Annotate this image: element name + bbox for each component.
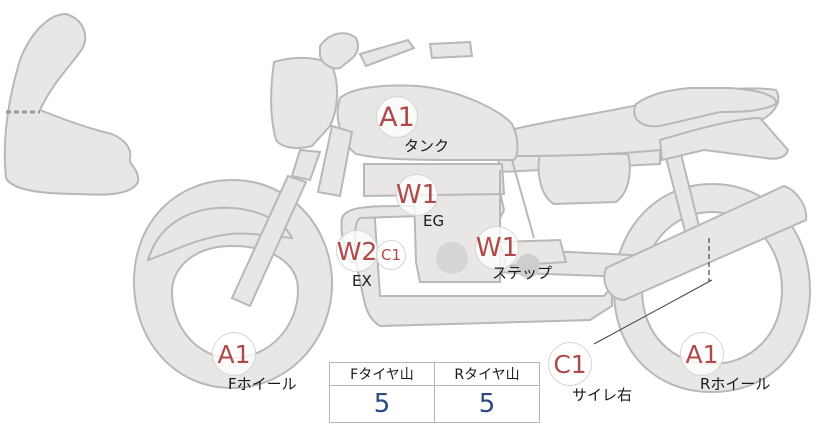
exhaust-label: EX bbox=[352, 272, 372, 290]
front-tire-value[interactable]: 5 bbox=[329, 385, 435, 423]
tail-part bbox=[658, 116, 790, 162]
silencer-leader-line bbox=[593, 279, 713, 345]
silencer-code-badge[interactable]: C1 bbox=[548, 342, 592, 386]
frame-strut-line-2 bbox=[511, 159, 535, 239]
front-fork-part bbox=[230, 174, 308, 308]
frame-lower-part bbox=[344, 204, 613, 328]
front-fender-part bbox=[146, 206, 294, 262]
step-peg-circle bbox=[516, 254, 540, 278]
exhaust-subcode-badge[interactable]: C1 bbox=[376, 240, 406, 270]
tire-tread-table: Fタイヤ山 Rタイヤ山 5 5 bbox=[329, 362, 540, 423]
engine-code-badge[interactable]: W1 bbox=[396, 174, 438, 216]
rear-wheel-code-badge[interactable]: A1 bbox=[680, 332, 724, 376]
tire-table-header-row: Fタイヤ山 Rタイヤ山 bbox=[329, 362, 540, 386]
step-label: ステップ bbox=[492, 264, 553, 282]
headlight-part bbox=[270, 56, 338, 149]
rear-tire-header: Rタイヤ山 bbox=[434, 362, 540, 386]
front-fork-upper-part bbox=[290, 148, 322, 182]
tank-code-badge[interactable]: A1 bbox=[376, 96, 418, 138]
handle-grip-part bbox=[358, 38, 416, 68]
front-wheel-code-badge[interactable]: A1 bbox=[212, 332, 256, 376]
engine-label: EG bbox=[423, 212, 445, 230]
handlebar-part bbox=[319, 32, 359, 70]
silencer-part bbox=[603, 184, 808, 302]
front-wheel-label: Fホイール bbox=[228, 375, 297, 393]
seat-cowl-part bbox=[633, 87, 778, 128]
front-fairing-part bbox=[3, 12, 140, 196]
frame-down-tube-part bbox=[316, 124, 354, 198]
tire-table-value-row: 5 5 bbox=[329, 385, 540, 423]
rear-tire-value[interactable]: 5 bbox=[434, 385, 540, 423]
silencer-label: サイレ右 bbox=[572, 386, 633, 404]
mirror-part bbox=[428, 40, 474, 60]
rear-wheel-label: Rホイール bbox=[700, 375, 771, 393]
side-cover-part bbox=[537, 153, 631, 206]
step-code-badge[interactable]: W1 bbox=[475, 226, 519, 270]
tank-label: タンク bbox=[404, 137, 450, 155]
engine-cover-circle bbox=[436, 242, 468, 274]
front-tire-header: Fタイヤ山 bbox=[329, 362, 435, 386]
exhaust-code-badge[interactable]: W2 bbox=[336, 230, 378, 272]
